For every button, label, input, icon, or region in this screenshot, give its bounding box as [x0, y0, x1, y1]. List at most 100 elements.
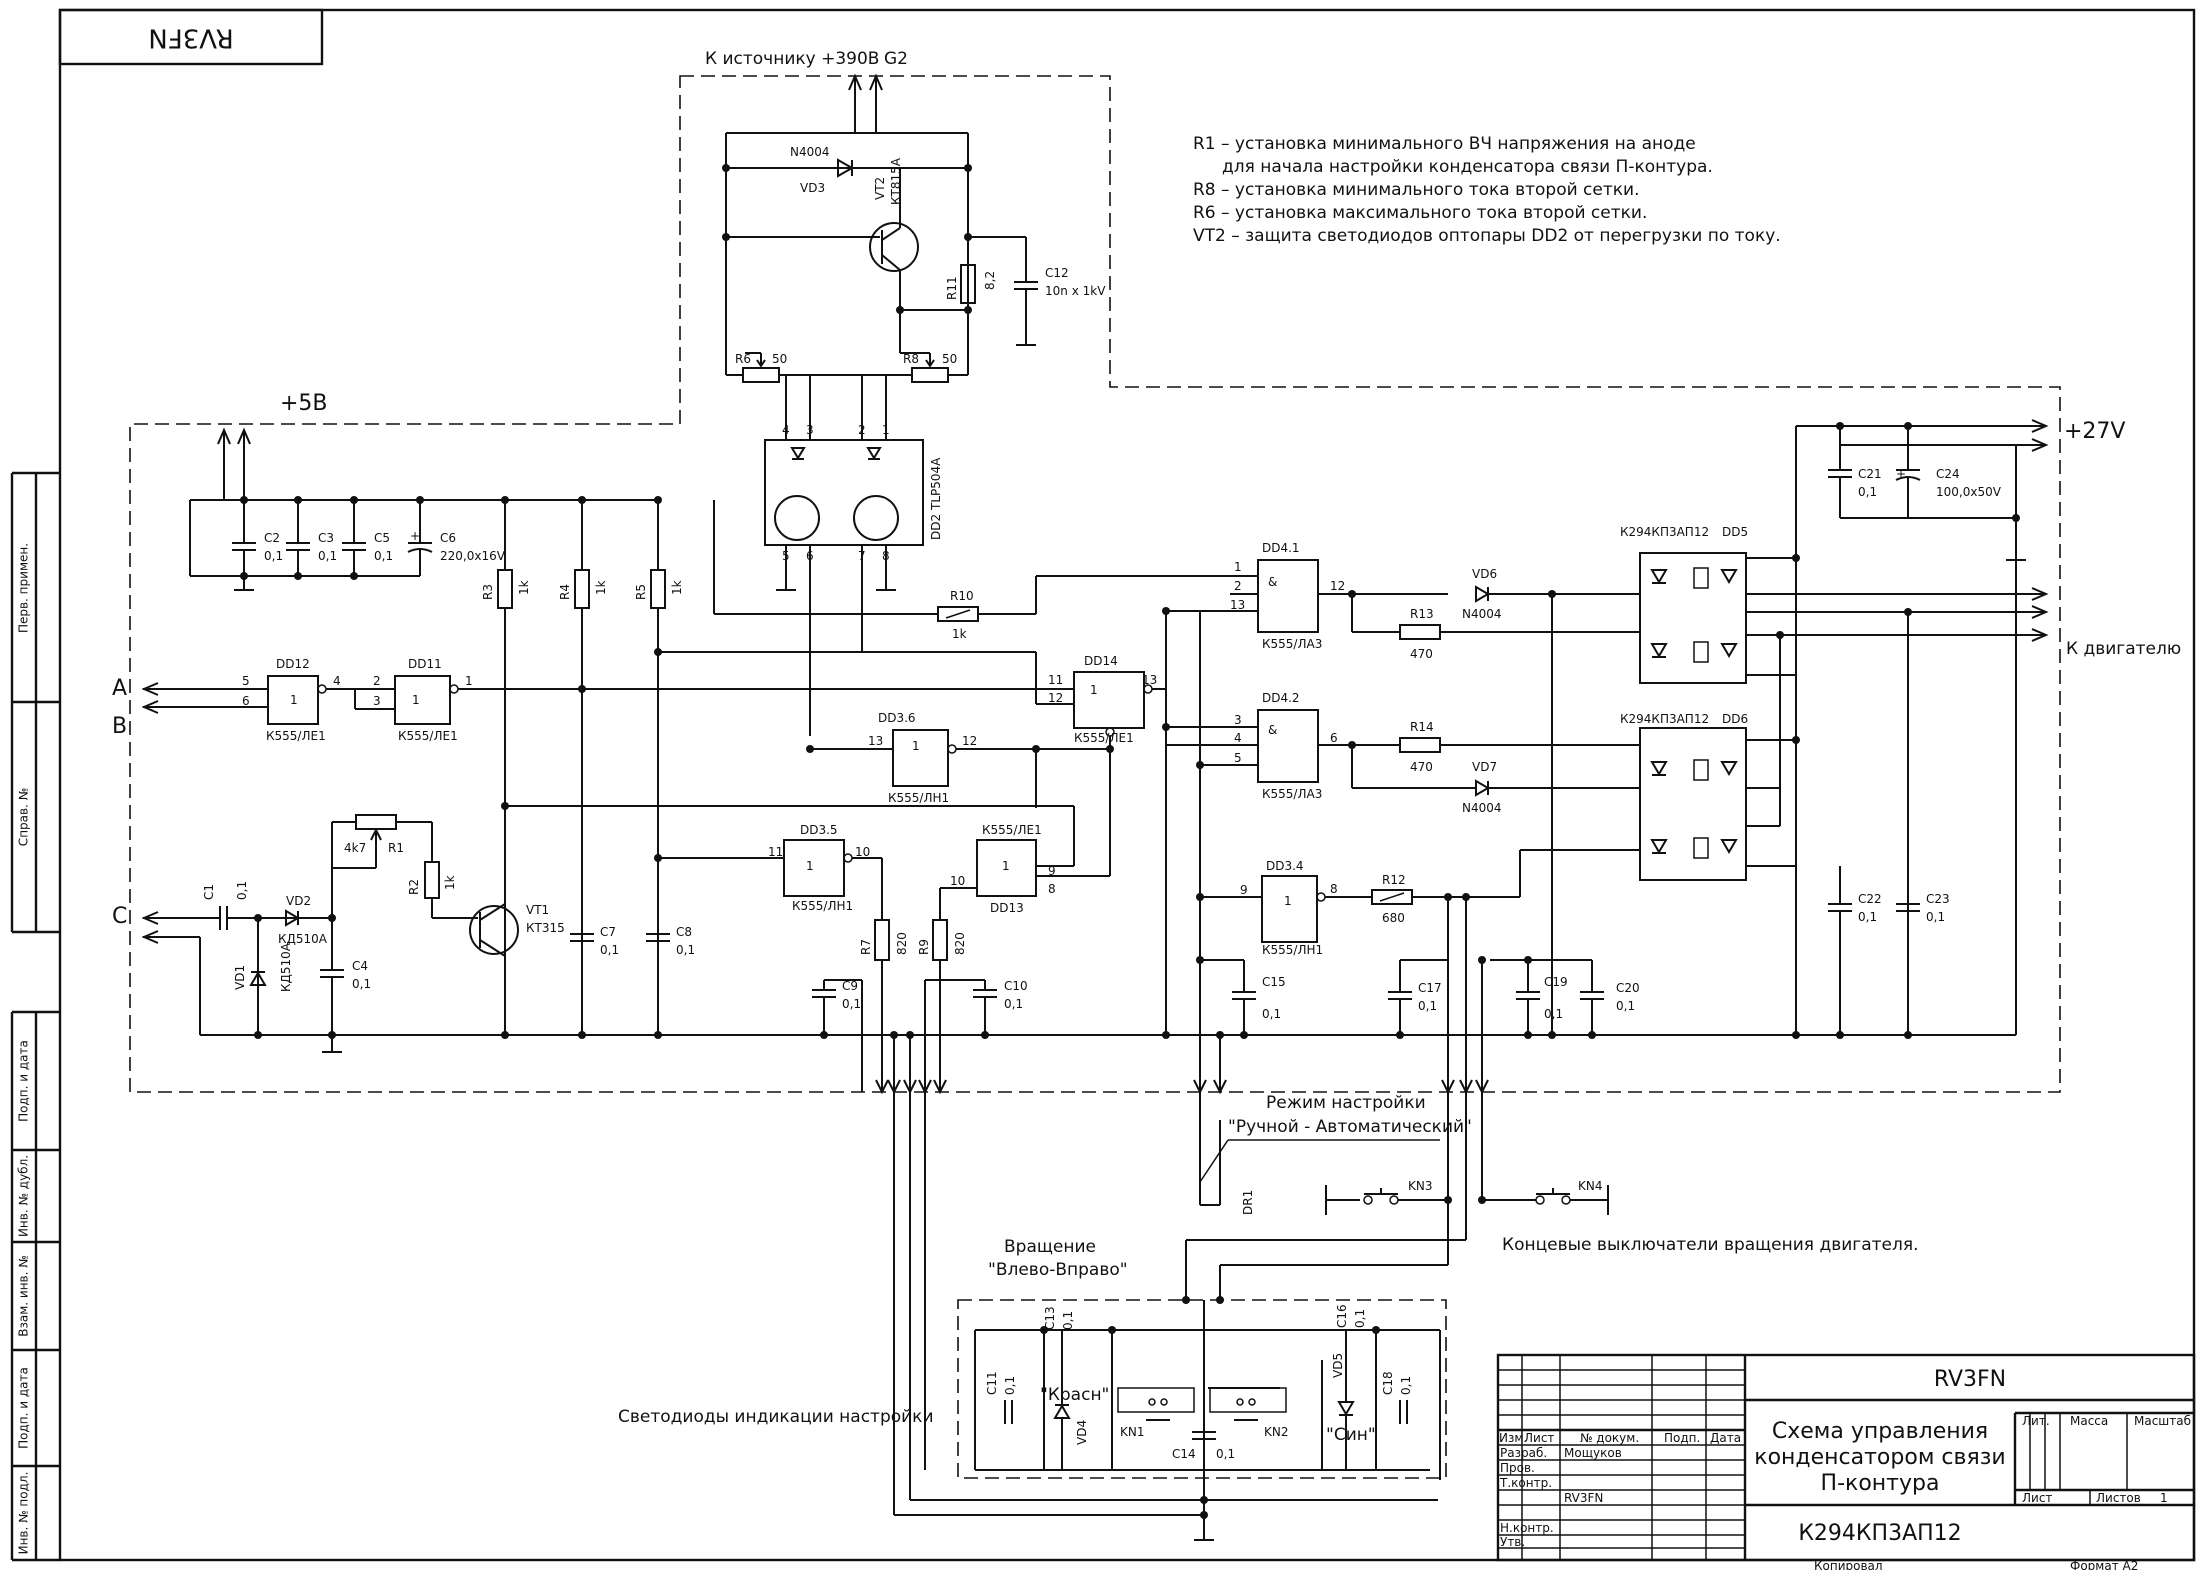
- motor-label: К двигателю: [2066, 639, 2181, 659]
- side-label-podl: Инв. № подл.: [17, 1472, 31, 1555]
- source-label: К источнику +390В: [705, 49, 879, 69]
- dd36-type: К555/ЛН1: [888, 791, 949, 805]
- note-line-4: R6 – установка максимального тока второй…: [1193, 203, 1647, 223]
- dd35-type: К555/ЛН1: [792, 899, 853, 913]
- input-c-label: C: [112, 904, 127, 929]
- dd5-type: К294КП3АП12: [1620, 525, 1709, 539]
- c17-name: C17: [1418, 981, 1442, 995]
- c1-name: C1: [202, 884, 216, 900]
- dd14-type: К555/ЛЕ1: [1074, 731, 1134, 745]
- c19-value: 0,1: [1544, 1007, 1563, 1021]
- dd41-symbol: &: [1268, 575, 1277, 589]
- dd42-nand: [1166, 709, 1352, 783]
- dd11-symbol: 1: [412, 693, 420, 707]
- c13-value: 0,1: [1061, 1311, 1075, 1330]
- led-board-wiring: [893, 1092, 1467, 1541]
- tb-col-izm: Изм.: [1499, 1431, 1527, 1445]
- tb-title-1: Схема управления: [1772, 1419, 1988, 1444]
- note-line-5: VT2 – защита светодиодов оптопары DD2 от…: [1193, 226, 1781, 246]
- tb-title-2: конденсатором связи: [1754, 1445, 2005, 1470]
- stamp-text: RV3FN: [148, 23, 233, 53]
- dd36-inverter: [810, 729, 1110, 808]
- c6-plus: +: [410, 529, 420, 543]
- tb-row-prov: Пров.: [1500, 1461, 1535, 1475]
- c16-name: C16: [1335, 1304, 1349, 1328]
- dd13-name: DD13: [990, 901, 1024, 915]
- dd2-pin7: 7: [858, 549, 866, 563]
- dd14-symbol: 1: [1090, 683, 1098, 697]
- c20-value: 0,1: [1616, 999, 1635, 1013]
- input-ab-wires: [141, 675, 1074, 725]
- c4-name: C4: [352, 959, 368, 973]
- c21-value: 0,1: [1858, 485, 1877, 499]
- dd2-pin5: 5: [782, 549, 790, 563]
- source-connector: [726, 73, 968, 134]
- dd35-pin11: 11: [768, 845, 783, 859]
- c15-name: C15: [1262, 975, 1286, 989]
- dd34-r12: [1200, 875, 1520, 943]
- c2-value: 0,1: [264, 549, 283, 563]
- dd34-symbol: 1: [1284, 894, 1292, 908]
- decoupling-caps-left: [232, 500, 433, 591]
- blue-led-label: "Син": [1326, 1425, 1376, 1445]
- dd34-type: К555/ЛН1: [1262, 943, 1323, 957]
- c24-value: 100,0x50V: [1936, 485, 2002, 499]
- c5-value: 0,1: [374, 549, 393, 563]
- tb-doc-name: К294КП3АП12: [1798, 1521, 1961, 1546]
- dd12-pin4: 4: [333, 674, 341, 688]
- c9-name: C9: [842, 979, 858, 993]
- tb-code: RV3FN: [1934, 1367, 2006, 1392]
- dd34-pin8: 8: [1330, 882, 1338, 896]
- mode-switch: [1199, 1110, 1440, 1206]
- dd41-pin13: 13: [1230, 598, 1245, 612]
- note-line-2: для начала настройки конденсатора связи …: [1222, 157, 1713, 177]
- center-bus: [1165, 611, 1201, 1092]
- vd1-type: КД510А: [279, 942, 293, 992]
- r1-value: 4k7: [344, 841, 366, 855]
- dd4-outputs: [1351, 585, 1640, 1035]
- kn2-name: KN2: [1264, 1425, 1288, 1439]
- tb-listov-value: 1: [2160, 1491, 2168, 1505]
- dd11-pin1: 1: [465, 674, 473, 688]
- tb-row-nkontr: Н.контр.: [1500, 1521, 1554, 1535]
- rotation-subtitle: "Влево-Вправо": [988, 1260, 1128, 1280]
- dd11-pin3: 3: [373, 694, 381, 708]
- dd12-pin5: 5: [242, 674, 250, 688]
- tb-col-data: Дата: [1710, 1431, 1741, 1445]
- dd5-relay: [1639, 552, 1747, 684]
- c19-name: C19: [1544, 975, 1568, 989]
- r3-value: 1k: [517, 580, 531, 595]
- stamp-box: [58, 8, 324, 66]
- dd35-symbol: 1: [806, 859, 814, 873]
- dd12-name: DD12: [276, 657, 310, 671]
- r10-name: R10: [950, 589, 974, 603]
- kn1-name: KN1: [1120, 1425, 1144, 1439]
- tb-massa: Масса: [2070, 1414, 2108, 1428]
- led-board-outline: [957, 1299, 1447, 1479]
- side-label-podp1: Подп. и дата: [17, 1040, 31, 1122]
- dd12-type: К555/ЛЕ1: [266, 729, 326, 743]
- c8-value: 0,1: [676, 943, 695, 957]
- dd13-pin9: 9: [1048, 864, 1056, 878]
- dd36-name: DD3.6: [878, 711, 916, 725]
- r3-name: R3: [481, 584, 495, 600]
- r10-resistor: [713, 500, 1258, 622]
- notes: R1 – установка минимального ВЧ напряжени…: [1193, 134, 1781, 246]
- c16-value: 0,1: [1353, 1309, 1367, 1328]
- note-line-3: R8 – установка минимального тока второй …: [1193, 180, 1640, 200]
- vt2-name: VT2: [873, 177, 887, 200]
- dd42-pin6: 6: [1330, 731, 1338, 745]
- c4-value: 0,1: [352, 977, 371, 991]
- c11-name: C11: [985, 1371, 999, 1395]
- drawing-frame: [58, 8, 2196, 1562]
- tb-row-utv: Утв.: [1500, 1535, 1525, 1549]
- c5-name: C5: [374, 531, 390, 545]
- r1-name: R1: [388, 841, 404, 855]
- dd41-type: К555/ЛА3: [1262, 637, 1322, 651]
- c12-capacitor: [968, 236, 1038, 346]
- c10-value: 0,1: [1004, 997, 1023, 1011]
- rotation-title: Вращение: [1004, 1237, 1096, 1257]
- dd2-pin4: 4: [782, 423, 790, 437]
- r6-name: R6: [735, 352, 751, 366]
- c6-name: C6: [440, 531, 456, 545]
